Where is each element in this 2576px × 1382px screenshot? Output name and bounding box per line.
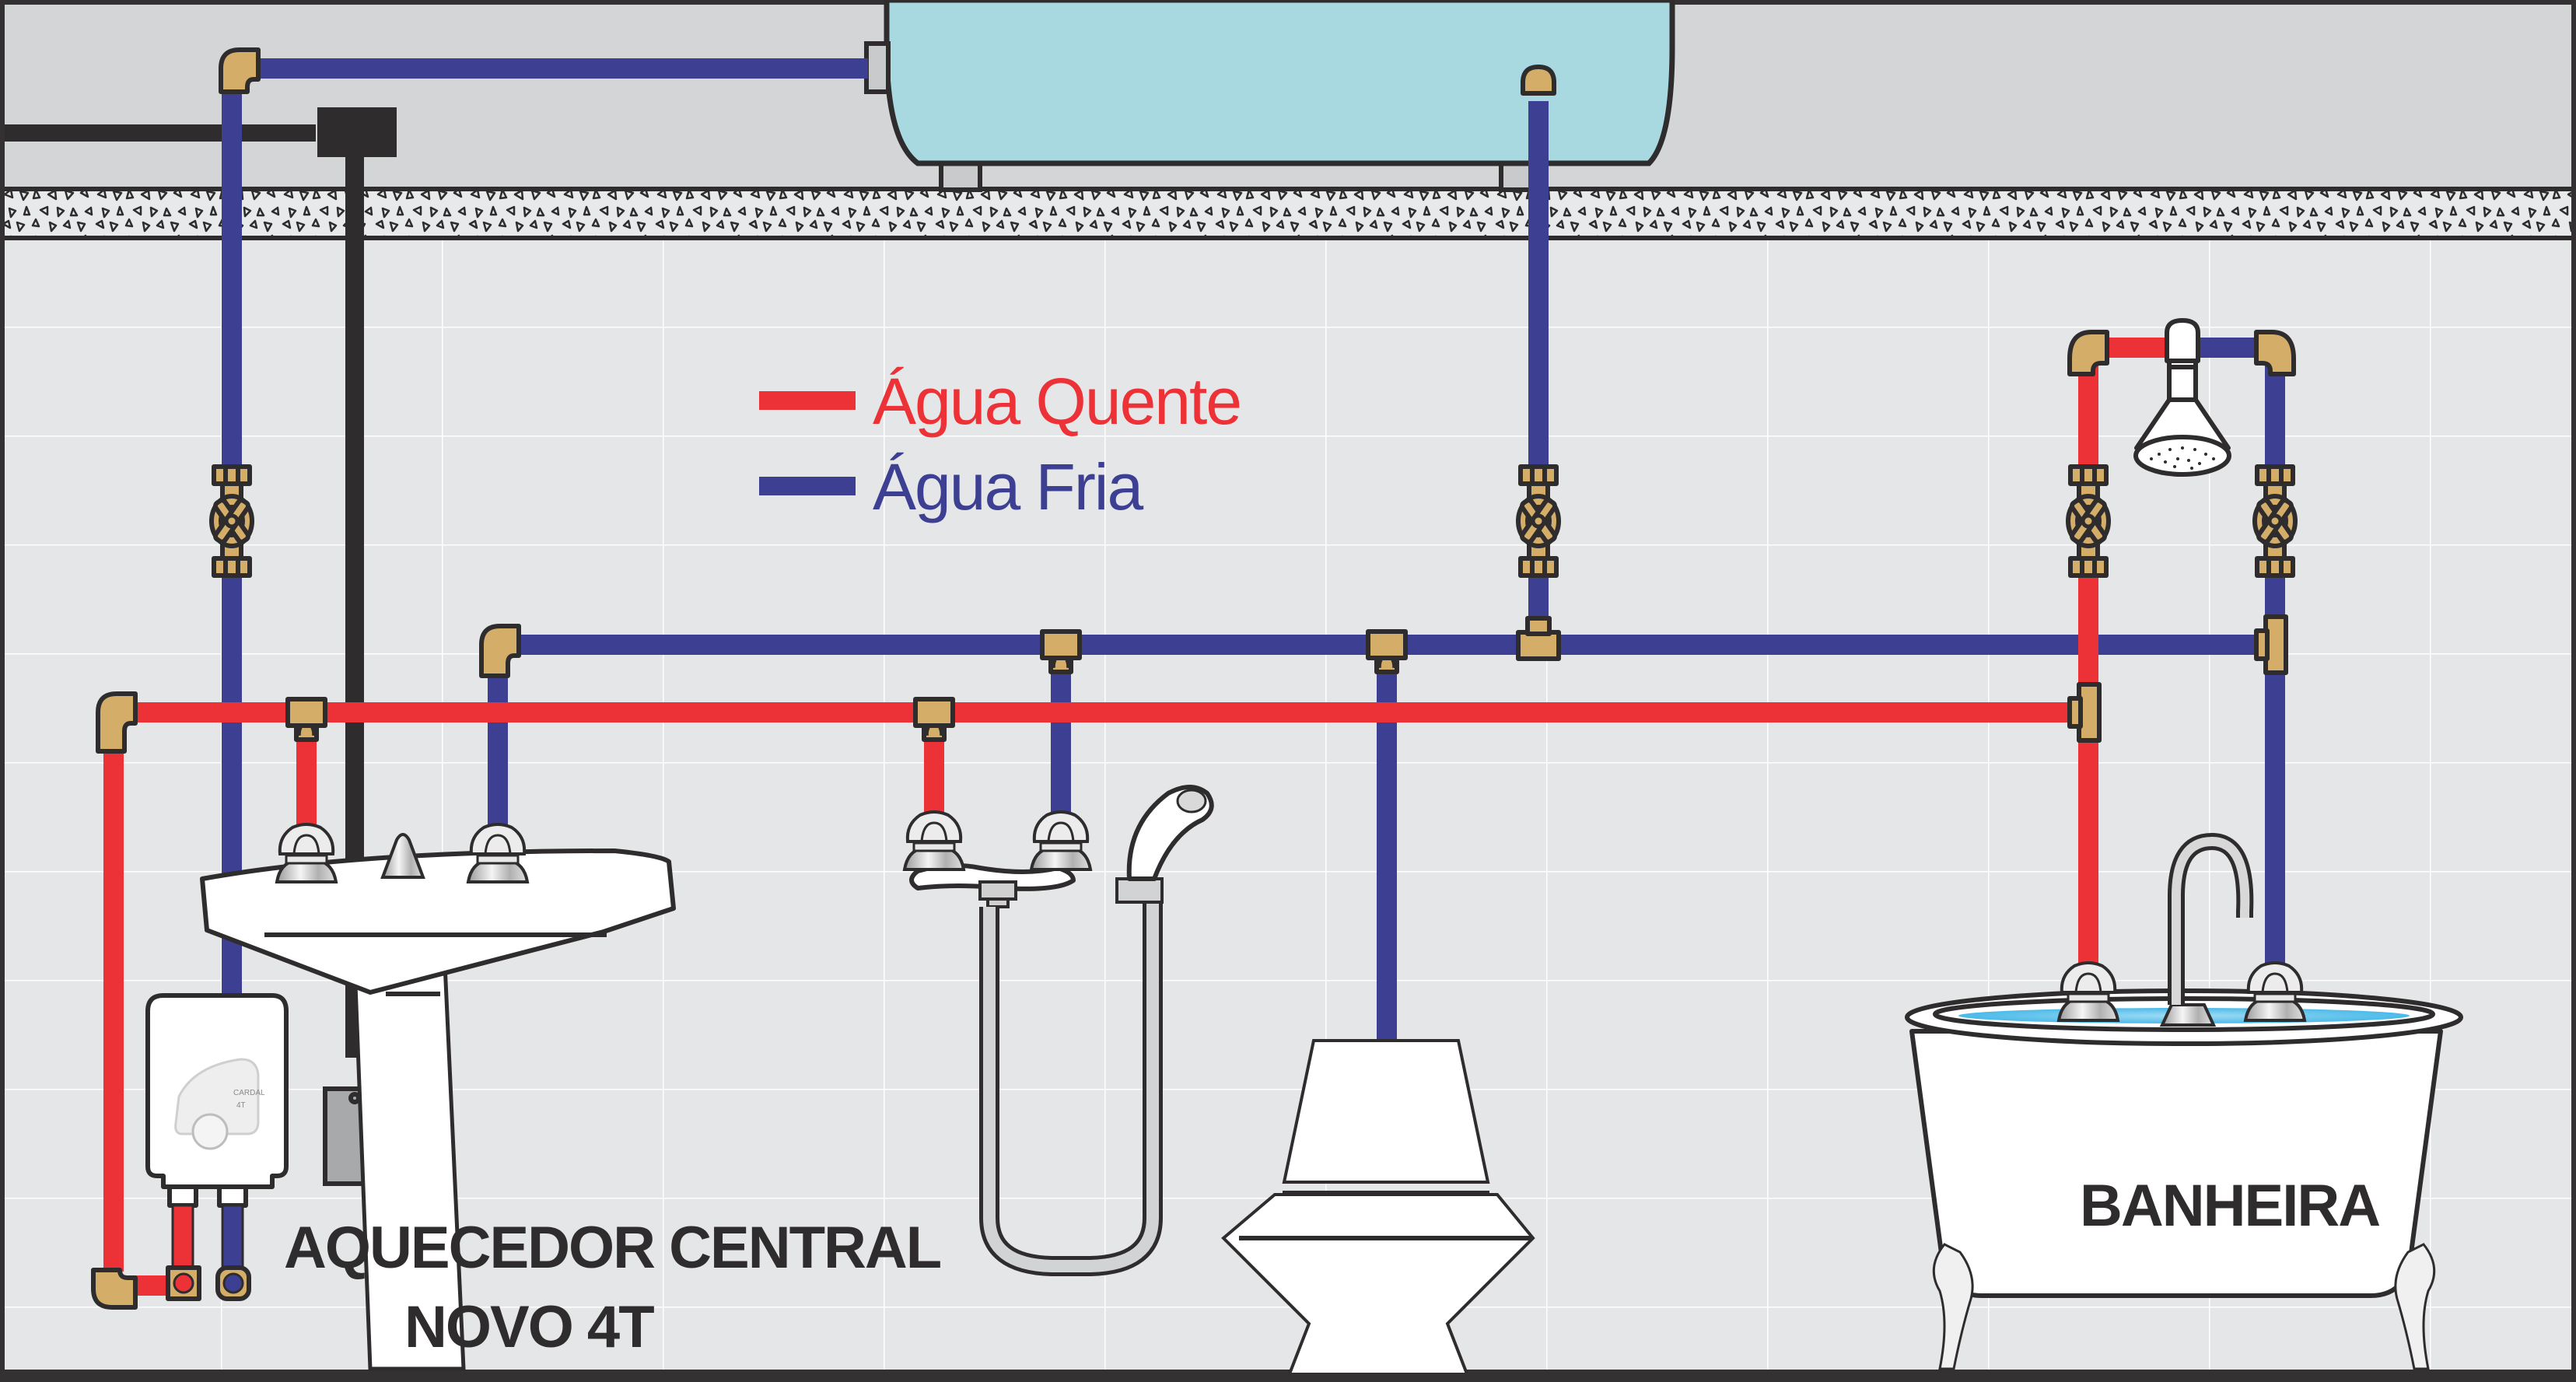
elbow-cold-shower: [2254, 330, 2296, 376]
central-heater: CARDAL 4T: [91, 993, 289, 1310]
bathtub: [1905, 832, 2463, 1370]
hose-holder: [1115, 877, 1164, 904]
bath-cold-tap[interactable]: [2244, 961, 2306, 1022]
elbow-tank-outlet: [219, 47, 261, 94]
heater-temperature-knob[interactable]: [191, 1113, 229, 1150]
bath-hot-tap[interactable]: [2057, 961, 2119, 1022]
sink-cold-tap[interactable]: [467, 823, 529, 883]
legend-label-cold: Água Fria: [873, 450, 1143, 523]
legend: Água Quente Água Fria: [759, 365, 1242, 523]
water-tank: [864, 0, 1675, 192]
tee-cold-tank-drop: [1516, 616, 1561, 661]
elbow-hot-main-left: [96, 691, 138, 754]
valve-hot-shower[interactable]: [2068, 467, 2109, 576]
heater-brand: CARDAL: [233, 1089, 265, 1097]
mixer-body: [909, 862, 1076, 891]
conduit-horizontal: [5, 124, 316, 142]
bathtub-foot-right: [2394, 1243, 2436, 1370]
sink: [200, 823, 676, 1371]
junction-box: [317, 107, 397, 157]
legend-swatch-cold: [759, 477, 856, 495]
mixer-hot-tap[interactable]: [903, 810, 965, 871]
bathtub-body: [1909, 1029, 2443, 1298]
cold-pipe-tank-outlet: [257, 58, 868, 79]
bath-spout: [2172, 836, 2250, 1005]
hot-pipe-heater-return: [103, 719, 124, 1272]
hand-shower-set: [903, 785, 1214, 1276]
hot-pipe-bath-riser: [2078, 342, 2098, 995]
hot-water-network: [103, 338, 2170, 1296]
legend-swatch-hot: [759, 391, 856, 410]
valve-cold-shower[interactable]: [2255, 467, 2295, 576]
bathtub-label: BANHEIRA: [2080, 1173, 2379, 1239]
valve-tank-drop[interactable]: [1518, 467, 1559, 576]
heater-panel: [174, 1058, 260, 1135]
heater-hot-connector: [167, 1184, 198, 1277]
sink-hot-tap[interactable]: [275, 823, 338, 883]
elbow-heater-hot-bottom: [91, 1268, 138, 1310]
bathtub-foot-left: [1932, 1243, 1974, 1370]
tee-cold-bath: [2254, 614, 2288, 675]
concrete-slab: [5, 187, 2571, 238]
elbow-hot-shower: [2067, 330, 2109, 376]
cold-pipe-sink-drop: [488, 653, 508, 848]
tank-outlet-connector: [864, 41, 891, 94]
tee-hot-bath: [2067, 682, 2102, 743]
hot-pipe-main-horizontal: [109, 702, 2069, 722]
cap-tank-drop: [1521, 65, 1556, 96]
heater-label-line1: AQUECEDOR CENTRAL: [284, 1215, 941, 1281]
shower-hose: [983, 899, 1159, 1272]
heater-cold-connector: [217, 1184, 248, 1277]
legend-label-hot: Água Quente: [873, 365, 1241, 438]
elbow-cold-main-left: [479, 624, 521, 678]
toilet-tank: [1282, 1039, 1490, 1184]
heater-label-line2: NOVO 4T: [404, 1294, 654, 1360]
sink-spout: [380, 833, 425, 879]
valve-heater-feed[interactable]: [212, 467, 252, 576]
heater-model: 4T: [236, 1101, 246, 1110]
mixer-cold-tap[interactable]: [1030, 810, 1092, 871]
fittings: [96, 47, 2296, 754]
bottom-frame: [0, 1373, 2576, 1382]
shower-head: [2133, 318, 2231, 477]
